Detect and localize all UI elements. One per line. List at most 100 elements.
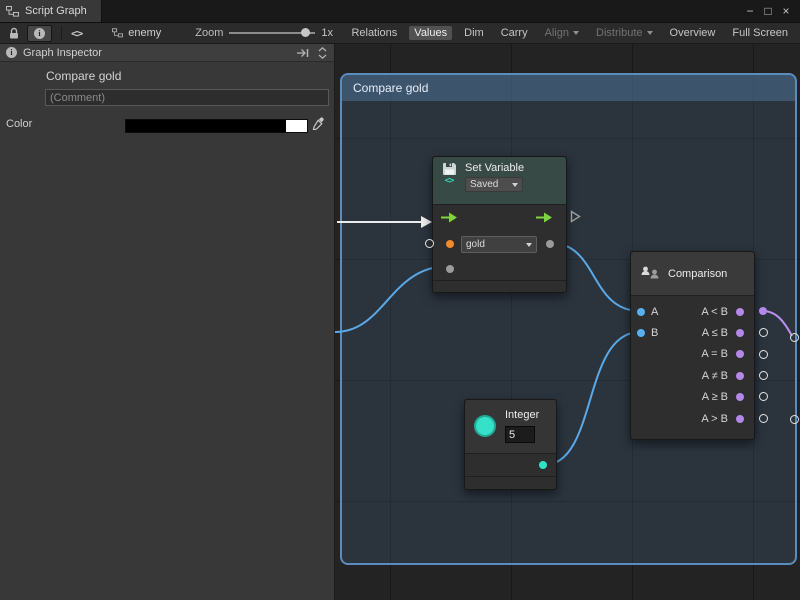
close-button[interactable]: × [777,4,795,18]
input-port-b[interactable] [637,329,645,337]
edge-connector[interactable] [790,333,799,342]
zoom-label: Zoom [195,27,223,39]
comparison-out-connector[interactable] [759,350,768,359]
zoom-slider-handle[interactable] [301,28,310,37]
output-label: A = B [701,348,728,360]
output-port-greater-equal[interactable] [736,393,744,401]
maximize-button[interactable]: □ [759,4,777,18]
output-port-equal[interactable] [736,350,744,358]
inspector-title: Graph Inspector [23,47,102,59]
values-button[interactable]: Values [409,26,452,40]
graph-inspector-panel: i Graph Inspector Compare gold Color [0,44,335,600]
comparison-rows: A A < B B A ≤ B A = B A ≠ B A ≥ B [631,296,754,429]
scope-value: Saved [470,179,498,190]
flow-input-port[interactable] [441,212,457,223]
code-badge-icon: <> [445,177,454,186]
chevron-down-icon [647,31,653,35]
edge-connector[interactable] [790,415,799,424]
color-field-label: Color [6,118,32,130]
variable-select-dropdown[interactable]: gold [461,236,537,253]
titlebar: Script Graph − □ × [0,0,800,22]
integer-output-port[interactable] [539,461,547,469]
window-controls: − □ × [741,4,800,18]
graph-asset-icon [112,28,123,38]
code-view-icon[interactable]: <> [71,27,82,40]
graph-breadcrumb[interactable]: enemy [112,27,161,39]
floppy-disk-icon [442,162,457,176]
input-label-b: B [651,327,658,339]
save-variable-icon: <> [439,162,459,199]
eyedropper-icon[interactable] [312,117,325,130]
chevron-down-icon [512,183,518,187]
output-label: A > B [701,413,728,425]
graph-name: enemy [128,27,161,39]
zoom-value: 1x [321,27,333,39]
tab-title: Script Graph [25,5,87,17]
node-title: Integer [505,409,539,421]
input-port-a[interactable] [637,308,645,316]
comparison-out-connector[interactable] [759,392,768,401]
relations-button[interactable]: Relations [346,26,402,40]
integer-output-row [465,454,556,477]
comparison-out-connector[interactable] [759,371,768,380]
comparison-out-connector[interactable] [759,414,768,423]
distribute-button[interactable]: Distribute [591,26,657,40]
color-swatch-value [126,120,286,132]
align-button[interactable]: Align [540,26,584,40]
variable-name-port[interactable] [446,240,454,248]
minimize-button[interactable]: − [741,4,759,18]
dim-button[interactable]: Dim [459,26,489,40]
comparison-row: A ≥ B [631,387,754,408]
wire-integer-to-comparison-b [544,332,640,465]
lock-icon[interactable] [8,27,20,40]
graph-canvas[interactable]: Compare gold <> Set Variable [335,44,800,600]
comment-input[interactable] [45,89,329,106]
output-port-less[interactable] [736,308,744,316]
overview-button[interactable]: Overview [665,26,721,40]
output-port-not-equal[interactable] [736,372,744,380]
jump-to-end-icon[interactable] [296,48,309,58]
node-set-variable[interactable]: <> Set Variable Saved gold [432,156,567,293]
flow-output-connector[interactable] [570,210,581,223]
output-label: A ≤ B [702,327,728,339]
output-label: A ≥ B [702,391,728,403]
inspected-graph-title: Compare gold [46,69,121,83]
chevron-down-icon [573,31,579,35]
comparison-out-connector-connected[interactable] [759,307,767,315]
graph-toolbar: i <> enemy Zoom 1x Relations Values Dim … [0,22,800,44]
node-integer[interactable]: Integer [464,399,557,490]
color-swatch[interactable] [125,119,308,133]
node-title: Comparison [668,268,727,280]
inspector-header: i Graph Inspector [0,44,334,62]
variable-scope-dropdown[interactable]: Saved [465,177,523,192]
tab-script-graph[interactable]: Script Graph [0,0,102,22]
output-label: A ≠ B [702,370,728,382]
variable-row: gold [433,231,566,258]
node-comparison[interactable]: Comparison A A < B B A ≤ B A = B A ≠ B [630,251,755,440]
toolbar-separator [61,26,62,40]
comparison-out-connector[interactable] [759,328,768,337]
comparison-icon [640,266,660,281]
comparison-row: A = B [631,344,754,365]
value-output-port[interactable] [546,240,554,248]
node-footer [465,477,556,488]
output-port-greater[interactable] [736,415,744,423]
setvar-left-connector[interactable] [425,239,434,248]
variable-value: gold [466,239,485,250]
comparison-row: A ≠ B [631,365,754,386]
integer-header: Integer [465,400,556,454]
zoom-slider[interactable] [229,26,315,40]
comparison-row: B A ≤ B [631,322,754,343]
comparison-header: Comparison [631,252,754,296]
node-title: Set Variable [465,162,524,174]
scroll-arrows-icon[interactable] [317,46,328,60]
script-graph-icon [6,6,19,17]
flow-output-port[interactable] [536,212,552,223]
output-label: A < B [701,306,728,318]
value-input-port[interactable] [446,265,454,273]
integer-value-input[interactable] [505,426,535,443]
output-port-less-equal[interactable] [736,329,744,337]
fullscreen-button[interactable]: Full Screen [727,26,793,40]
inspector-toggle-button[interactable]: i [27,25,52,42]
carry-button[interactable]: Carry [496,26,533,40]
